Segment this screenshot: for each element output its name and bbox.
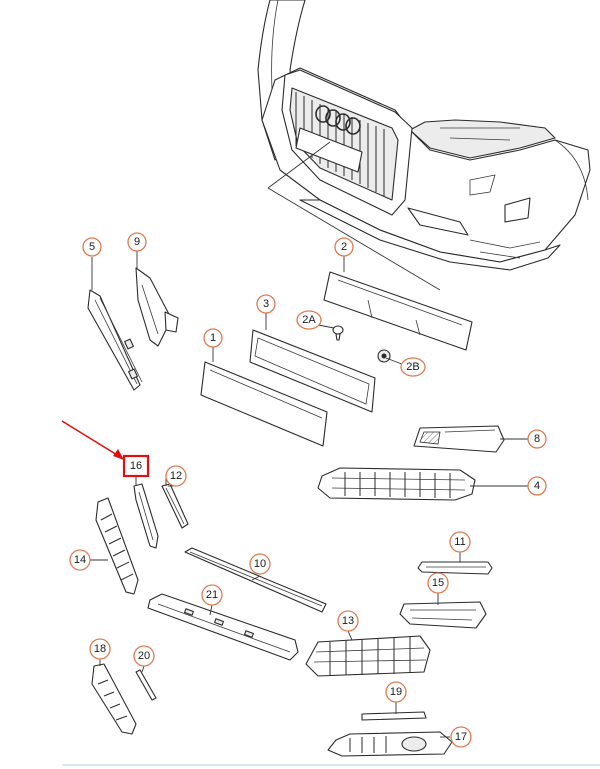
part-bracket-16 [133, 483, 159, 549]
svg-text:18: 18 [94, 643, 106, 655]
part-trim-11 [417, 561, 493, 575]
callout-5: 5 [82, 237, 102, 257]
part-duct-15 [399, 601, 487, 629]
highlighted-part-16: 16 [61, 420, 150, 478]
svg-text:20: 20 [138, 650, 150, 662]
svg-text:12: 12 [170, 470, 182, 482]
part-air-duct [413, 425, 505, 453]
svg-text:21: 21 [206, 589, 218, 601]
callout-20: 20 [133, 645, 155, 667]
callout-13: 13 [337, 610, 359, 632]
part-lower-grille-21 [147, 593, 299, 661]
callout-11: 11 [449, 531, 471, 553]
callout-10: 10 [249, 553, 271, 575]
svg-text:11: 11 [454, 536, 465, 548]
svg-text:2B: 2B [406, 361, 419, 373]
svg-text:1: 1 [210, 332, 216, 344]
callout-21: 21 [201, 584, 223, 606]
part-clip-strip-12 [161, 483, 189, 529]
pointer-arrowhead [113, 449, 124, 460]
svg-text:13: 13 [342, 615, 354, 627]
part-fog-grille-17 [327, 731, 453, 757]
part-grille-trim-strip [249, 329, 376, 413]
svg-text:2: 2 [341, 241, 347, 253]
svg-text:14: 14 [74, 554, 86, 566]
svg-text:8: 8 [534, 433, 540, 445]
part-side-strip-left [87, 289, 143, 391]
svg-text:2A: 2A [302, 314, 316, 326]
callout-15: 15 [427, 572, 449, 594]
pointer-arrow [61, 420, 123, 459]
part-fog-lamp-grille [317, 467, 476, 501]
svg-text:15: 15 [432, 577, 444, 589]
callout-18: 18 [89, 638, 111, 660]
callout-2: 2 [334, 237, 354, 257]
part-grille-18 [91, 663, 137, 735]
part-grille-insert [200, 361, 328, 447]
highlight-box [122, 454, 150, 478]
part-clip-2b [377, 349, 391, 363]
callout-19: 19 [385, 681, 407, 703]
part-trim-19 [361, 711, 427, 721]
svg-text:17: 17 [455, 731, 467, 743]
part-grille-left-14 [95, 497, 139, 595]
callout-2a: 2A [296, 310, 322, 330]
svg-text:19: 19 [390, 686, 402, 698]
svg-text:10: 10 [254, 558, 266, 570]
svg-text:5: 5 [89, 241, 95, 253]
callout-4: 4 [527, 476, 547, 496]
part-license-plate-base [323, 271, 473, 351]
svg-text:4: 4 [534, 480, 540, 492]
car-front-illustration [257, 0, 591, 291]
callout-1: 1 [203, 328, 223, 348]
callouts: 2 2A 2B 3 1 5 9 8 [69, 232, 547, 748]
callout-8: 8 [527, 429, 547, 449]
part-trim-bar-10 [184, 547, 327, 613]
callout-3: 3 [256, 294, 276, 314]
highlight-label: 16 [130, 460, 142, 472]
svg-text:3: 3 [263, 298, 269, 310]
svg-text:9: 9 [134, 236, 140, 248]
callout-14: 14 [69, 549, 91, 571]
callout-2b: 2B [400, 357, 426, 377]
rings-logo [315, 105, 361, 135]
part-strip-20 [135, 669, 157, 701]
bottom-divider [62, 764, 600, 766]
part-fog-grille-13 [305, 635, 431, 677]
part-screw-2a [332, 325, 344, 341]
callout-9: 9 [127, 232, 147, 252]
part-bracket-left [135, 267, 179, 347]
callout-17: 17 [450, 726, 472, 748]
callout-12: 12 [165, 465, 187, 487]
